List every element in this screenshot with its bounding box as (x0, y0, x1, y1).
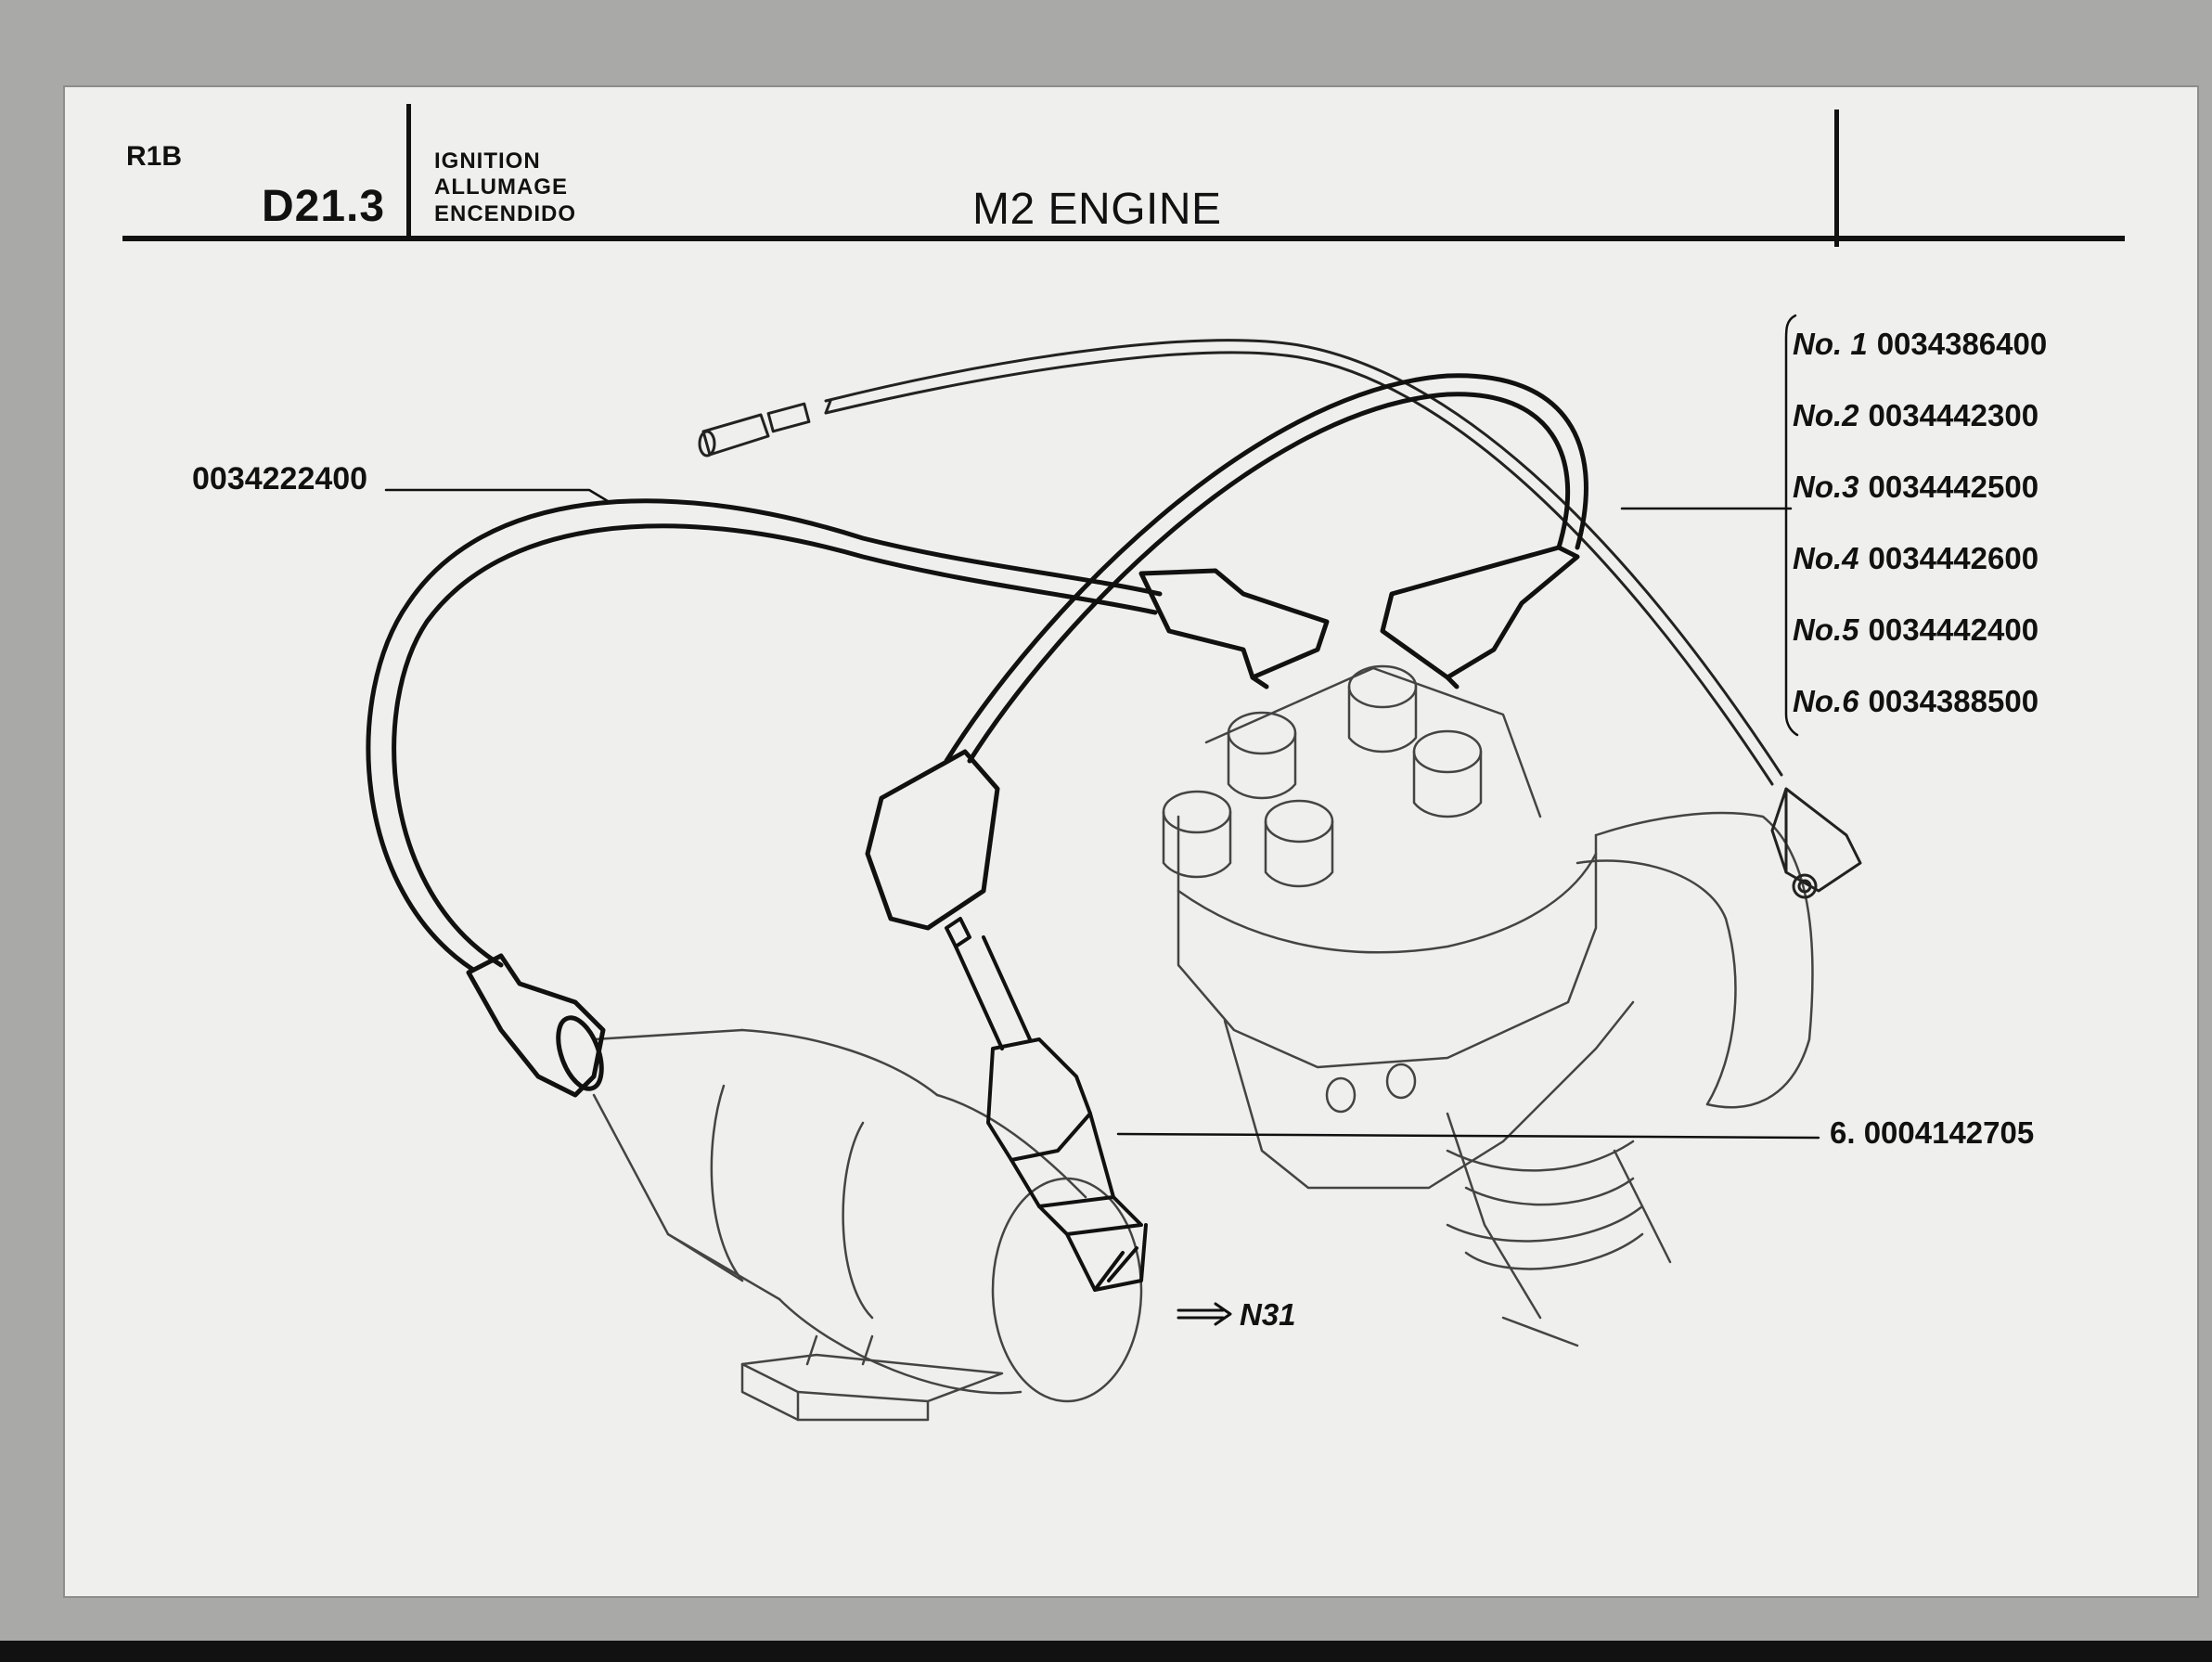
title-fr: ALLUMAGE (434, 174, 568, 200)
title-es: ENCENDIDO (434, 201, 577, 226)
spark-plug (945, 917, 1148, 1292)
section-code: R1B (126, 141, 183, 172)
title-en: IGNITION (434, 148, 541, 174)
thin-lead (698, 339, 1862, 899)
header-divider-1 (406, 104, 411, 236)
plug-lead (865, 373, 1588, 931)
cross-reference: N31 (1240, 1297, 1296, 1332)
header-divider-2 (1834, 110, 1839, 247)
page-code: D21.3 (262, 182, 386, 231)
spark-plug-part-number: 6. 0004142705 (1830, 1115, 2035, 1150)
leader-lines (384, 314, 1820, 1140)
coil-lead (366, 498, 1330, 1098)
header-rule (122, 236, 2125, 241)
ignition-coil (592, 1028, 1143, 1422)
coil-lead-part-number: 0034222400 (192, 461, 368, 496)
page-title: M2 ENGINE (972, 185, 1222, 234)
distributor (1162, 664, 1814, 1347)
arrow-icon (1177, 1302, 1232, 1326)
bottom-border (0, 1641, 2212, 1662)
